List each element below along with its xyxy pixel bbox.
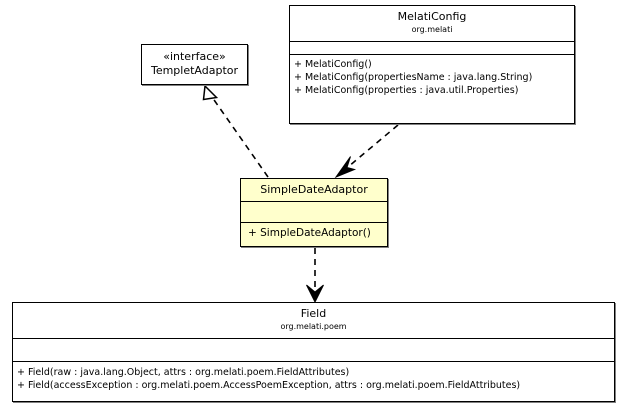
class-stereotype-templet-adaptor: «interface» [163,50,226,63]
class-name-simple-date-adaptor: SimpleDateAdaptor [260,183,368,196]
realization-simpledateadaptor-templetadaptor [202,84,269,178]
class-package-field: org.melati.poem [280,322,347,331]
operation-row: + MelatiConfig(propertiesName : java.lan… [294,72,533,83]
operation-row: + Field(raw : java.lang.Object, attrs : … [17,367,350,378]
attributes-compartment-field [13,339,614,362]
class-package-melati-config: org.melati [411,25,453,34]
class-box-templet-adaptor[interactable]: «interface» TempletAdaptor [141,44,248,85]
realization-line [211,96,269,178]
dependency-melaticonfig-simpledateadaptor [334,124,399,179]
class-box-simple-date-adaptor[interactable]: SimpleDateAdaptor + SimpleDateAdaptor() [240,178,388,247]
operations-compartment-melati-config: + MelatiConfig() + MelatiConfig(properti… [290,55,574,99]
class-header-simple-date-adaptor: SimpleDateAdaptor [241,179,387,202]
class-name-field: Field [300,307,327,320]
operation-row: + MelatiConfig() [294,59,372,70]
attributes-compartment-melati-config [290,42,574,55]
hollow-triangle-arrowhead-icon [202,84,219,101]
class-name-melati-config: MelatiConfig [397,10,467,23]
operation-row: + SimpleDateAdaptor() [248,227,371,239]
class-header-templet-adaptor: «interface» TempletAdaptor [142,45,247,80]
class-header-melati-config: MelatiConfig org.melati [290,6,574,42]
operation-row: + Field(accessException : org.melati.poe… [17,380,521,391]
dependency-simpledateadaptor-field [306,248,324,304]
open-arrowhead-icon [306,284,324,304]
class-name-templet-adaptor: TempletAdaptor [150,64,239,77]
class-box-field[interactable]: Field org.melati.poem + Field(raw : java… [12,302,615,402]
operations-compartment-field: + Field(raw : java.lang.Object, attrs : … [13,362,614,394]
attributes-compartment-simple-date-adaptor [241,202,387,223]
class-box-melati-config[interactable]: MelatiConfig org.melati + MelatiConfig()… [289,5,575,124]
open-arrowhead-icon [334,156,357,179]
operations-compartment-simple-date-adaptor: + SimpleDateAdaptor() [241,223,387,242]
class-header-field: Field org.melati.poem [13,303,614,339]
operation-row: + MelatiConfig(properties : java.util.Pr… [294,85,519,96]
dependency-line [341,124,399,173]
